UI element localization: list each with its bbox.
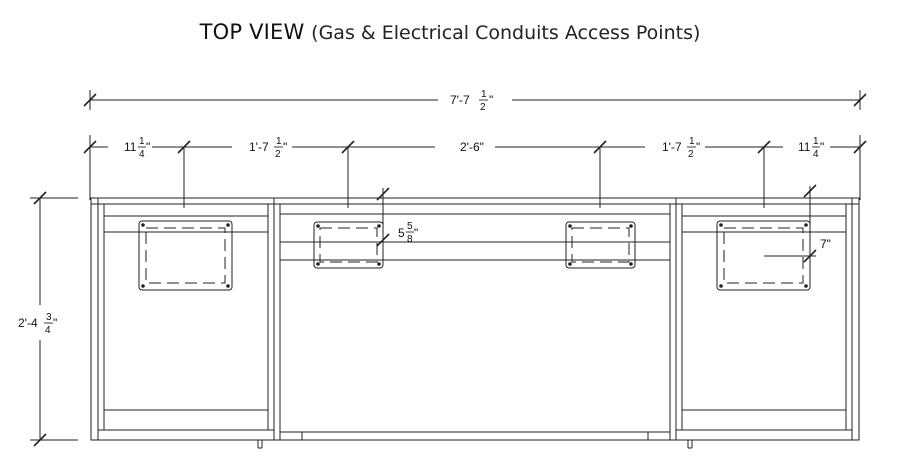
segment-4-whole: 1'-7 (662, 140, 682, 154)
overall-width-label: 7'-7 1 2 " (450, 89, 493, 113)
depth-whole: 2'-4 (18, 316, 38, 330)
right-offset-whole: 7" (820, 237, 831, 251)
segment-2-unit: " (283, 140, 287, 154)
access-offset-dimension (376, 187, 390, 247)
segment-4-label: 1'-7 1 2 " (662, 136, 700, 160)
depth-label: 2'-4 3 4 " (16, 308, 66, 338)
segment-1-num: 1 (139, 136, 145, 147)
access-plate-left (138, 220, 233, 291)
drawing-title: TOP VIEW (Gas & Electrical Conduits Acce… (0, 20, 900, 44)
overall-width-num: 1 (481, 89, 487, 100)
title-main: TOP VIEW (199, 20, 305, 44)
depth-unit: " (53, 316, 57, 330)
segment-1-whole: 11 (124, 140, 137, 154)
access-offset-den: 8 (407, 234, 413, 245)
segment-1-unit: " (146, 140, 150, 154)
depth-den: 4 (45, 325, 51, 336)
title-subtitle: (Gas & Electrical Conduits Access Points… (311, 22, 701, 44)
segment-4-den: 2 (688, 149, 694, 160)
access-offset-num: 5 (407, 221, 413, 232)
segment-5-unit: " (820, 140, 824, 154)
depth-dimension (30, 191, 78, 447)
access-plate-center-right (565, 221, 636, 269)
segment-dimension-line (83, 135, 867, 208)
segment-1-den: 4 (139, 149, 145, 160)
overall-width-unit: " (489, 93, 493, 107)
segment-5-label: 11 1 4 " (798, 136, 824, 160)
segment-3-label: 2'-6" (460, 140, 484, 154)
segment-3-whole: 2'-6" (460, 140, 484, 154)
access-offset-label: 5 5 8 " (398, 221, 418, 245)
overall-width-den: 2 (480, 102, 486, 113)
right-offset-label: 7" (820, 237, 831, 251)
segment-2-whole: 1'-7 (249, 140, 269, 154)
segment-5-num: 1 (813, 136, 819, 147)
segment-2-label: 1'-7 1 2 " (249, 136, 287, 160)
right-offset-dimension (764, 184, 817, 263)
access-offset-whole: 5 (398, 226, 405, 240)
overall-width-whole: 7'-7 (450, 93, 470, 107)
segment-2-num: 1 (276, 136, 282, 147)
segment-5-den: 4 (813, 149, 819, 160)
overall-width-dimension (83, 90, 867, 110)
segment-2-den: 2 (275, 149, 281, 160)
segment-4-num: 1 (689, 136, 695, 147)
access-plate-center-left (313, 221, 384, 269)
cabinet-body (90, 197, 860, 449)
segment-4-unit: " (696, 140, 700, 154)
depth-num: 3 (46, 312, 52, 323)
segment-5-whole: 11 (798, 140, 811, 154)
access-offset-unit: " (414, 226, 418, 240)
segment-1-label: 11 1 4 " (124, 136, 150, 160)
